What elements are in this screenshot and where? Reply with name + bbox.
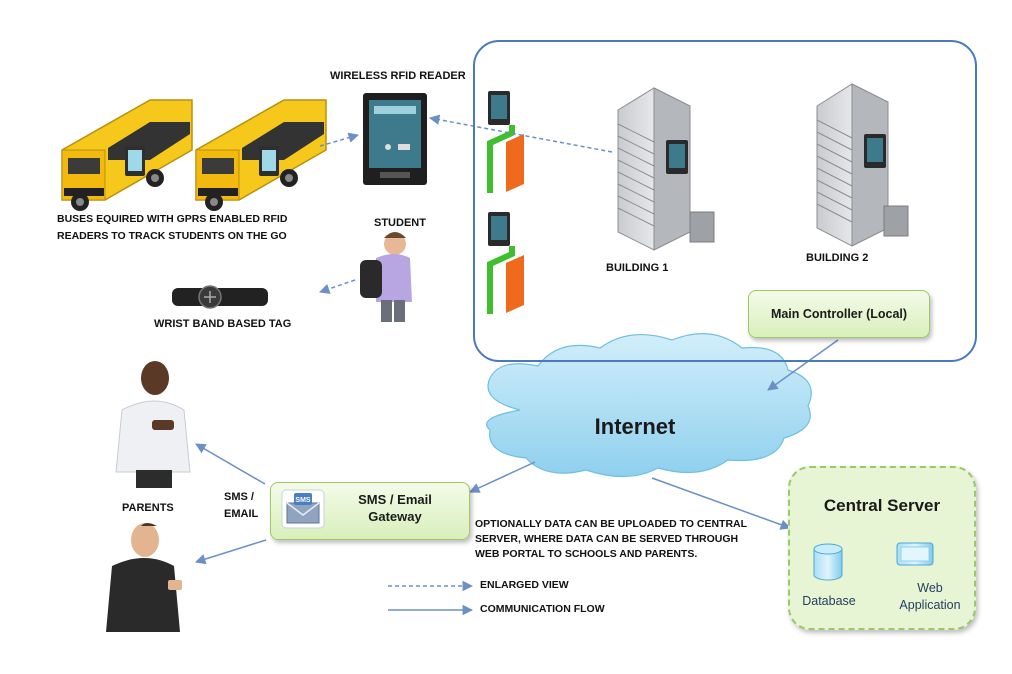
central-server-note: OPTIONALLY DATA CAN BE UPLOADED TO CENTR… xyxy=(475,517,775,562)
note-line3: WEB PORTAL TO SCHOOLS AND PARENTS. xyxy=(475,548,698,560)
note-line1: OPTIONALLY DATA CAN BE UPLOADED TO CENTR… xyxy=(475,518,748,530)
gateway-label: SMS / Email Gateway xyxy=(329,491,461,525)
gate-reader-1-icon xyxy=(487,91,524,193)
web-application-line2: Application xyxy=(899,598,961,612)
school-bus-2-icon xyxy=(195,99,327,211)
sms-email-label-line1: SMS / xyxy=(224,491,254,503)
building-2-icon xyxy=(816,83,909,247)
gateway-label-line1: SMS / Email xyxy=(358,492,432,507)
wireless-rfid-reader-icon xyxy=(363,93,427,185)
web-application-line1: Web xyxy=(917,581,943,595)
gate-reader-2-icon xyxy=(487,212,524,314)
note-line2: SERVER, WHERE DATA CAN BE SERVED THROUGH xyxy=(475,533,739,545)
school-bus-1-icon xyxy=(61,99,193,211)
main-controller-label: Main Controller (Local) xyxy=(770,307,908,321)
internet-label: Internet xyxy=(594,414,676,439)
student-label: STUDENT xyxy=(374,217,426,229)
sms-email-label-line2: EMAIL xyxy=(224,508,259,520)
internet-cloud-icon xyxy=(486,333,812,478)
legend-communication-flow-label: COMMUNICATION FLOW xyxy=(480,603,605,615)
web-application-icon xyxy=(896,542,934,566)
parents-label: PARENTS xyxy=(122,502,174,514)
enlarged-view-arrows xyxy=(319,114,613,294)
envelope-sms-icon: SMS xyxy=(281,489,325,529)
parent-1-icon xyxy=(115,361,191,488)
building-2-label: BUILDING 2 xyxy=(806,252,869,264)
web-application-label: Web Application xyxy=(888,580,972,614)
wireless-rfid-reader-label: WIRELESS RFID READER xyxy=(330,70,466,82)
sms-email-gateway-box: SMS SMS / Email Gateway xyxy=(270,482,470,540)
wrist-band-label: WRIST BAND BASED TAG xyxy=(154,318,292,330)
school-campus-boundary xyxy=(473,40,977,362)
sms-icon-text: SMS xyxy=(295,497,311,504)
student-icon xyxy=(360,232,412,322)
main-controller-box: Main Controller (Local) xyxy=(748,290,930,338)
building-1-label: BUILDING 1 xyxy=(606,262,669,274)
buses-label-line2: READERS TO TRACK STUDENTS ON THE GO xyxy=(57,230,287,242)
communication-flow-arrows xyxy=(194,339,839,565)
database-label: Database xyxy=(802,594,856,608)
parent-2-icon xyxy=(106,523,182,632)
database-icon xyxy=(813,543,843,581)
gateway-label-line2: Gateway xyxy=(368,509,422,524)
buses-label-line1: BUSES EQUIRED WITH GPRS ENABLED RFID xyxy=(57,213,288,225)
central-server-box: Central Server Database Web Application xyxy=(788,466,976,630)
wrist-band-tag-icon xyxy=(172,285,268,309)
building-1-icon xyxy=(617,87,715,251)
central-server-title: Central Server xyxy=(823,496,941,515)
legend-enlarged-view-label: ENLARGED VIEW xyxy=(480,579,569,591)
